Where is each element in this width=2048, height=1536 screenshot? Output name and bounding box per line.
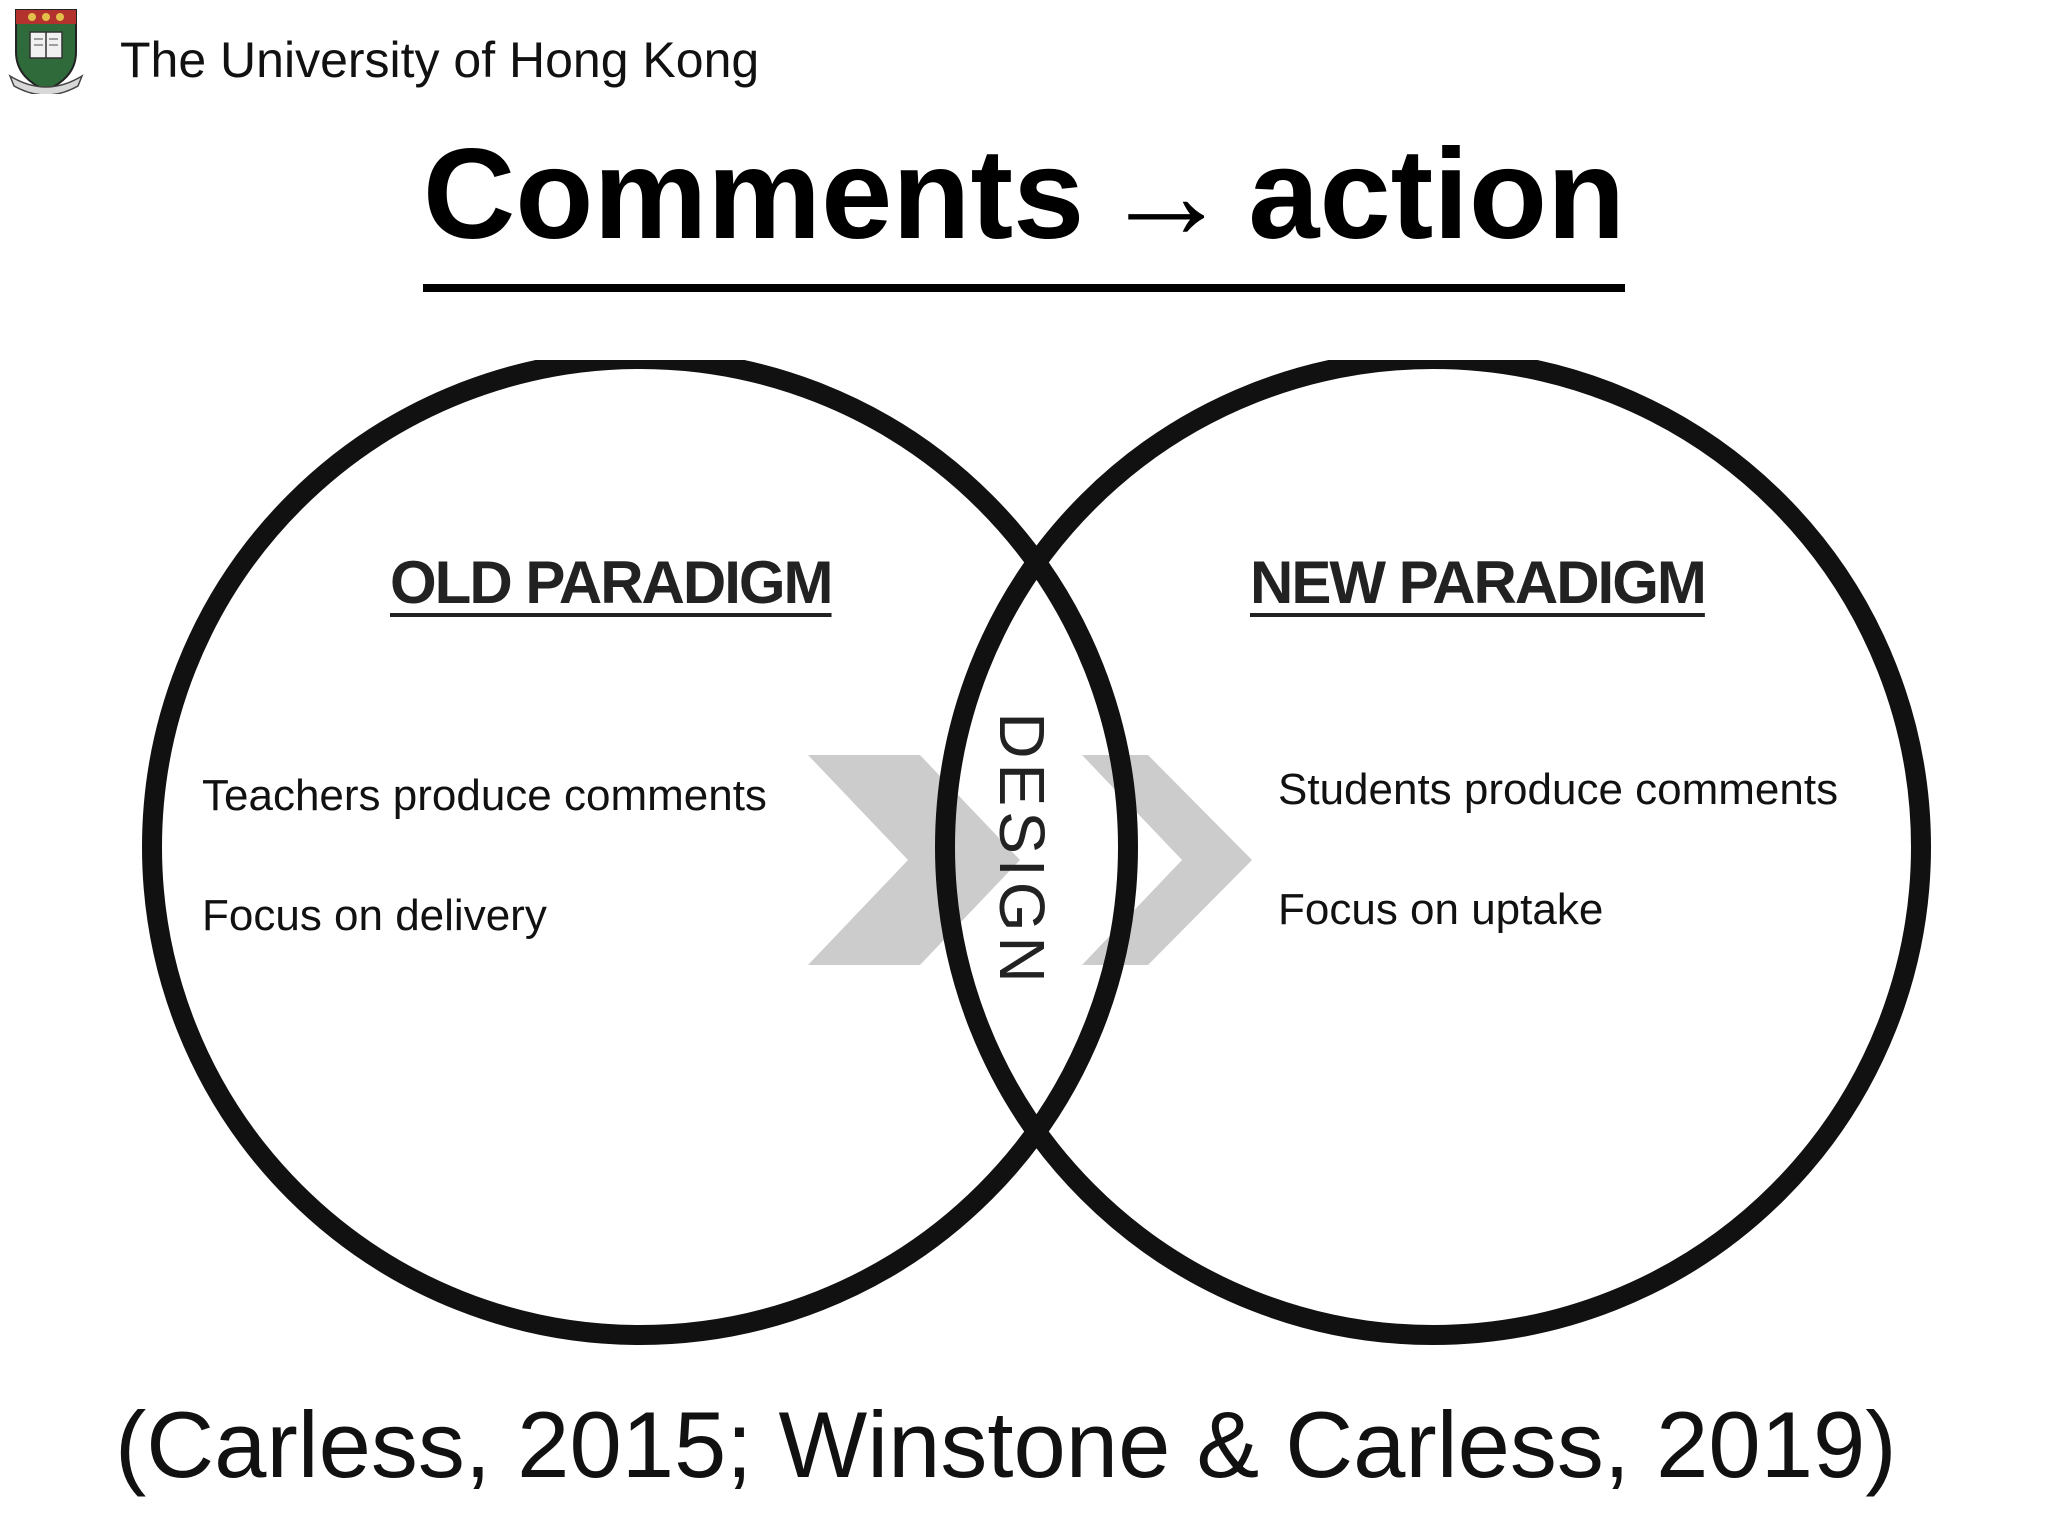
old-paradigm-heading: OLD PARADIGM: [390, 549, 834, 616]
university-crest-logo: [8, 6, 84, 96]
institution-name: The University of Hong Kong: [120, 32, 760, 88]
new-paradigm-heading: NEW PARADIGM: [1250, 549, 1707, 616]
old-paradigm-circle: [142, 360, 1138, 1345]
old-paradigm-item-1: Teachers produce comments: [202, 771, 767, 820]
citation-text: (Carless, 2015; Winstone & Carless, 2019…: [115, 1392, 1897, 1497]
new-paradigm-circle: [935, 360, 1931, 1345]
title-right-text: action: [1248, 123, 1626, 266]
transition-arrow-shape-2: [1082, 755, 1252, 965]
title-left-text: Comments: [422, 123, 1085, 266]
slide-title: Comments→action: [422, 120, 1626, 292]
new-paradigm-item-2: Focus on uptake: [1278, 885, 1604, 934]
old-paradigm-item-2: Focus on delivery: [202, 891, 547, 940]
new-paradigm-item-1: Students produce comments: [1278, 765, 1839, 814]
design-overlap-label: DESIGN: [986, 712, 1058, 988]
title-arrow-icon: →: [1102, 123, 1231, 266]
venn-diagram: [142, 360, 1931, 1345]
slide-title-wrap: Comments→action: [0, 120, 2048, 292]
transition-arrow-shape: [808, 755, 1020, 965]
